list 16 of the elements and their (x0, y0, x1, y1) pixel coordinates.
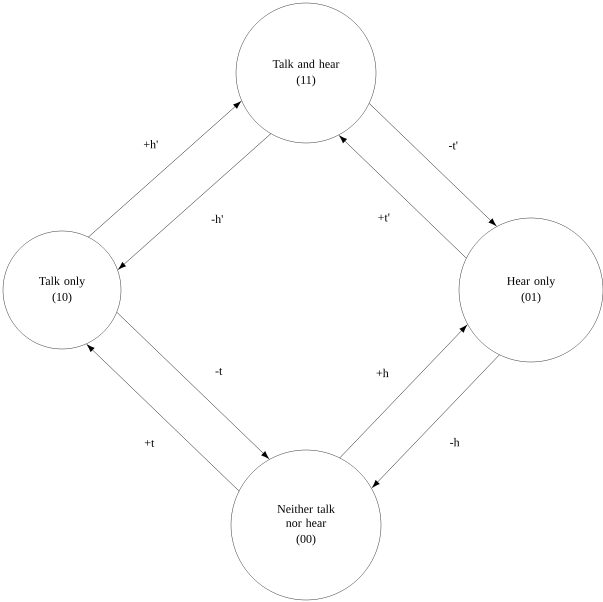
edge-label: -t (215, 368, 222, 375)
arrow (339, 324, 468, 458)
arrow (118, 133, 272, 270)
arrow (339, 136, 467, 258)
arrow (116, 312, 270, 459)
edge-label: +t (144, 440, 154, 447)
arrow (368, 103, 496, 226)
edge-label: -t' (448, 142, 458, 150)
edge-label: +t' (378, 214, 390, 222)
arrow (88, 101, 242, 238)
edge-label: +h (376, 368, 389, 378)
edge-label: +h' (144, 140, 158, 148)
arrow (372, 354, 500, 488)
edge-label: -h (450, 438, 460, 446)
arrow (86, 344, 240, 492)
edge-label: -h' (212, 214, 223, 223)
